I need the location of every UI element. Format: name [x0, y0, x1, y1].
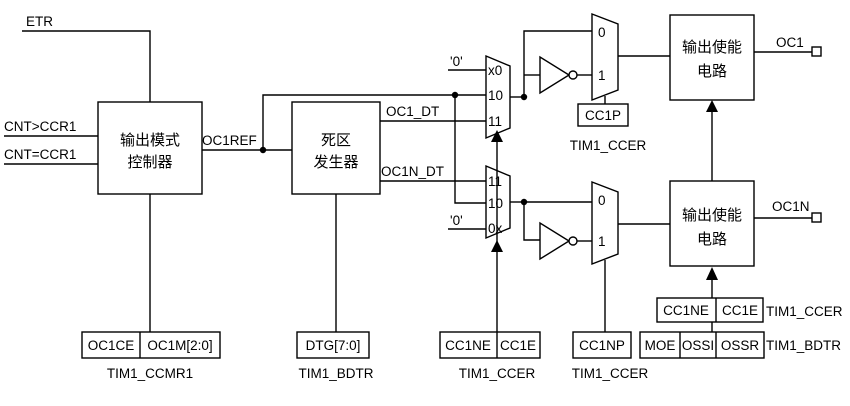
mux-bottom-select-arrow: [491, 240, 503, 252]
bdtr-register-name: TIM1_BDTR: [298, 366, 373, 381]
mux-top: '0' x0 10 11: [448, 54, 511, 140]
mux-select-field-cc1ne: CC1NE: [445, 338, 491, 353]
enable-bdtr-register: MOE OSSI OSSR TIM1_BDTR: [639, 331, 841, 359]
ccmr1-field-oc1m: OC1M[2:0]: [147, 338, 212, 353]
deadtime-generator: 死区 发生器: [291, 101, 381, 195]
enable-bottom-line2: 电路: [697, 230, 727, 248]
mux-top-in-11: 11: [488, 114, 502, 129]
polarity-bottom-in-1: 1: [598, 234, 606, 249]
enable-top-line1: 输出使能: [682, 38, 742, 56]
mux-top-const-zero: '0': [450, 54, 463, 69]
mux-bottom: 11 10 0x '0': [448, 164, 511, 240]
enable-circuit-top: 输出使能 电路 OC1: [669, 14, 822, 101]
ccmr1-register-name: TIM1_CCMR1: [107, 366, 193, 381]
cnt-greater-label: CNT>CCR1: [4, 119, 76, 134]
top-inverter-icon: [539, 55, 571, 95]
cc1np-field: CC1NP: [579, 338, 625, 353]
mux-bottom-in-0x: 0x: [488, 221, 503, 236]
oc1n-dt-label: OC1N_DT: [381, 164, 444, 179]
enable-ccer-register-name: TIM1_CCER: [766, 304, 843, 319]
mux-selector: CC1NE CC1E TIM1_CCER: [439, 130, 541, 381]
deadtime-line1: 死区: [321, 131, 351, 149]
deadtime-outputs: OC1_DT OC1N_DT: [380, 104, 486, 182]
enable-ccer-register: CC1NE CC1E TIM1_CCER: [656, 297, 843, 323]
oc1n-pin-icon: [811, 212, 822, 223]
enable-reg-arrow: [706, 267, 718, 280]
deadtime-line2: 发生器: [313, 153, 358, 171]
etr-label: ETR: [26, 14, 53, 29]
enable-ccer-field-cc1ne: CC1NE: [663, 303, 709, 318]
enable-bottom-line1: 输出使能: [682, 206, 742, 224]
enable-ccer-field-cc1e: CC1E: [722, 303, 758, 318]
oc1-dt-label: OC1_DT: [386, 104, 439, 119]
polarity-top-in-0: 0: [598, 25, 606, 40]
mode-controller-line1: 输出模式: [120, 131, 180, 149]
oc1ref-label: OC1REF: [202, 133, 257, 148]
enable-link-arrow: [706, 100, 718, 112]
cnt-equal-label: CNT=CCR1: [4, 147, 76, 162]
enable-circuit-bottom: 输出使能 电路 OC1N: [669, 180, 822, 267]
polarity-bottom-mux: 0 1 CC1NP TIM1_CCER: [572, 180, 649, 381]
oc1-output-label: OC1: [776, 35, 804, 50]
cc1p-field: CC1P: [585, 108, 621, 123]
mux-top-in-10: 10: [488, 88, 503, 103]
mux-select-field-cc1e: CC1E: [500, 338, 536, 353]
cc1p-register-name: TIM1_CCER: [570, 138, 647, 153]
mux-bottom-const-zero: '0': [450, 213, 463, 228]
oc1ref-wire: OC1REF: [202, 91, 486, 204]
mux-top-in-x0: x0: [488, 63, 502, 78]
cnt-inputs: CNT>CCR1 CNT=CCR1: [4, 119, 98, 165]
oc1-pin-icon: [811, 46, 822, 57]
mux-bottom-in-11: 11: [488, 174, 502, 189]
polarity-top-in-1: 1: [598, 68, 606, 83]
ccmr1-field-oc1ce: OC1CE: [88, 338, 135, 353]
polarity-bottom-path: [510, 198, 592, 261]
polarity-top-path: [510, 30, 592, 101]
polarity-bottom-in-0: 0: [598, 193, 606, 208]
bdtr-field-dtg: DTG[7:0]: [306, 338, 361, 353]
etr-line: ETR: [22, 14, 151, 102]
oc1n-output-label: OC1N: [772, 199, 810, 214]
bottom-inverter-icon: [539, 221, 571, 261]
output-mode-controller: 输出模式 控制器: [97, 101, 203, 195]
cc1np-register-name: TIM1_CCER: [572, 366, 649, 381]
enable-bdtr-register-name: TIM1_BDTR: [766, 338, 841, 353]
mux-top-select-arrow: [491, 130, 503, 142]
enable-bdtr-field-ossr: OSSR: [721, 338, 760, 353]
mux-select-register-name: TIM1_CCER: [459, 366, 536, 381]
enable-bdtr-field-ossi: OSSI: [682, 338, 714, 353]
enable-bdtr-field-moe: MOE: [645, 338, 676, 353]
mux-bottom-in-10: 10: [488, 196, 503, 211]
mode-controller-line2: 控制器: [127, 153, 172, 171]
ccmr1-register: OC1CE OC1M[2:0] TIM1_CCMR1: [81, 331, 221, 381]
polarity-top-mux: 0 1 CC1P TIM1_CCER: [570, 12, 647, 153]
enable-top-line2: 电路: [697, 62, 727, 80]
bdtr-register: DTG[7:0] TIM1_BDTR: [296, 331, 374, 381]
